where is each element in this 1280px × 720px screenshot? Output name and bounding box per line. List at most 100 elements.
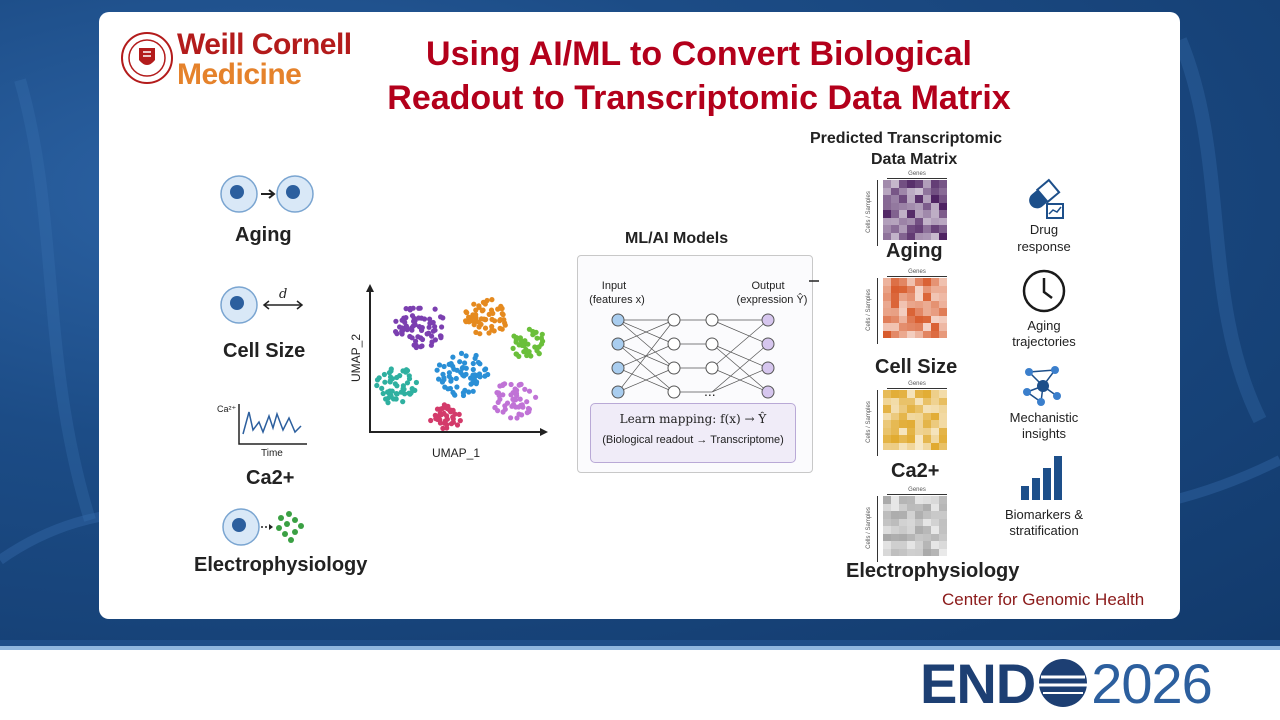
umap-point	[374, 382, 380, 389]
matrix-cell	[931, 511, 939, 519]
matrix-cell-size-label: Cell Size	[875, 356, 958, 378]
matrix-cell	[907, 405, 915, 413]
matrix-cell	[915, 405, 923, 413]
matrix-cell	[899, 541, 907, 549]
umap-point	[393, 329, 399, 335]
umap-point	[382, 379, 388, 385]
matrix-cell	[883, 511, 891, 519]
umap-point	[486, 330, 492, 336]
app-aging-line1: Aging	[1027, 318, 1061, 333]
matrix-cell	[899, 217, 907, 225]
umap-point	[374, 377, 381, 383]
matrix-cell	[939, 548, 947, 556]
matrix-aging-label: Aging	[886, 240, 943, 262]
matrix-cell	[883, 315, 891, 323]
matrix-cell	[891, 511, 899, 519]
matrix-cell	[907, 330, 915, 338]
bar-chart-icon	[1021, 456, 1062, 500]
umap-point	[410, 323, 416, 329]
umap-point	[416, 305, 422, 311]
matrix-genes-axis: Genes	[887, 380, 947, 389]
umap-point	[409, 335, 415, 341]
matrix-cell	[923, 180, 931, 188]
matrix-cell	[939, 412, 947, 420]
umap-point	[432, 306, 438, 312]
matrix-cell	[883, 548, 891, 556]
matrix-cell	[923, 511, 931, 519]
umap-point	[388, 366, 394, 372]
matrix-cell	[939, 217, 947, 225]
matrix-cell	[915, 330, 923, 338]
endo-2026-logo: END 2026	[920, 652, 1213, 715]
matrix-genes-axis: Genes	[887, 268, 947, 277]
matrix-cell	[931, 548, 939, 556]
umap-point	[517, 396, 523, 402]
umap-point	[452, 392, 458, 398]
matrix-cell	[923, 548, 931, 556]
umap-point	[399, 325, 405, 331]
umap-point	[444, 405, 450, 412]
matrix-cell	[883, 210, 891, 218]
matrix-cell	[899, 533, 907, 541]
matrix-cell	[923, 405, 931, 413]
ml-models-title: ML/AI Models	[625, 230, 729, 247]
umap-point	[394, 374, 400, 381]
umap-point	[419, 343, 425, 349]
matrix-cell	[899, 202, 907, 210]
matrix-cell	[915, 503, 923, 511]
matrix-cell	[931, 503, 939, 511]
matrix-cell	[939, 315, 947, 323]
umap-point	[473, 312, 479, 318]
umap-point	[473, 307, 479, 313]
umap-point	[463, 371, 469, 377]
matrix-cell	[891, 315, 899, 323]
matrix-cell	[923, 217, 931, 225]
umap-point	[457, 359, 463, 365]
endo-name: END	[920, 651, 1036, 715]
umap-point	[526, 326, 532, 332]
app-mechanistic-line2: insights	[1021, 426, 1067, 441]
matrix-cell	[891, 180, 899, 188]
umap-point	[539, 331, 545, 337]
app-aging-line2: trajectories	[1012, 334, 1076, 349]
matrix-cell	[923, 293, 931, 301]
umap-point	[519, 412, 525, 418]
umap-point	[522, 338, 528, 344]
matrix-cell	[883, 496, 891, 504]
matrix-cell	[915, 232, 923, 240]
matrix-cell	[907, 503, 915, 511]
matrix-cell	[907, 187, 915, 195]
umap-point	[389, 388, 395, 394]
matrix-cell	[891, 293, 899, 301]
matrix-cell	[915, 187, 923, 195]
matrix-cell	[931, 217, 939, 225]
matrix-cell	[899, 511, 907, 519]
umap-point	[438, 335, 444, 341]
umap-point	[404, 368, 411, 374]
matrix-cell	[907, 315, 915, 323]
umap-point	[497, 383, 503, 389]
matrix-cell	[907, 390, 915, 398]
matrix-cell	[931, 195, 939, 203]
umap-point	[411, 318, 417, 324]
umap-point	[470, 360, 476, 367]
umap-point	[412, 387, 418, 393]
matrix-cell	[907, 526, 915, 534]
app-drug-line2: response	[1017, 239, 1071, 254]
app-biomarkers-line2: stratification	[1009, 523, 1079, 538]
matrix-cell	[883, 293, 891, 301]
matrix-cell	[939, 278, 947, 286]
umap-point	[441, 363, 447, 370]
matrix-cell	[891, 202, 899, 210]
matrix-cell	[931, 541, 939, 549]
matrix-cell	[899, 390, 907, 398]
matrix-cell	[891, 503, 899, 511]
matrix-cell	[883, 217, 891, 225]
umap-point	[436, 362, 443, 368]
matrix-cell	[891, 533, 899, 541]
matrix-cell	[923, 202, 931, 210]
matrix-cell	[891, 435, 899, 443]
matrix-cell	[939, 202, 947, 210]
matrix-cell	[939, 511, 947, 519]
matrix-cell	[915, 278, 923, 286]
